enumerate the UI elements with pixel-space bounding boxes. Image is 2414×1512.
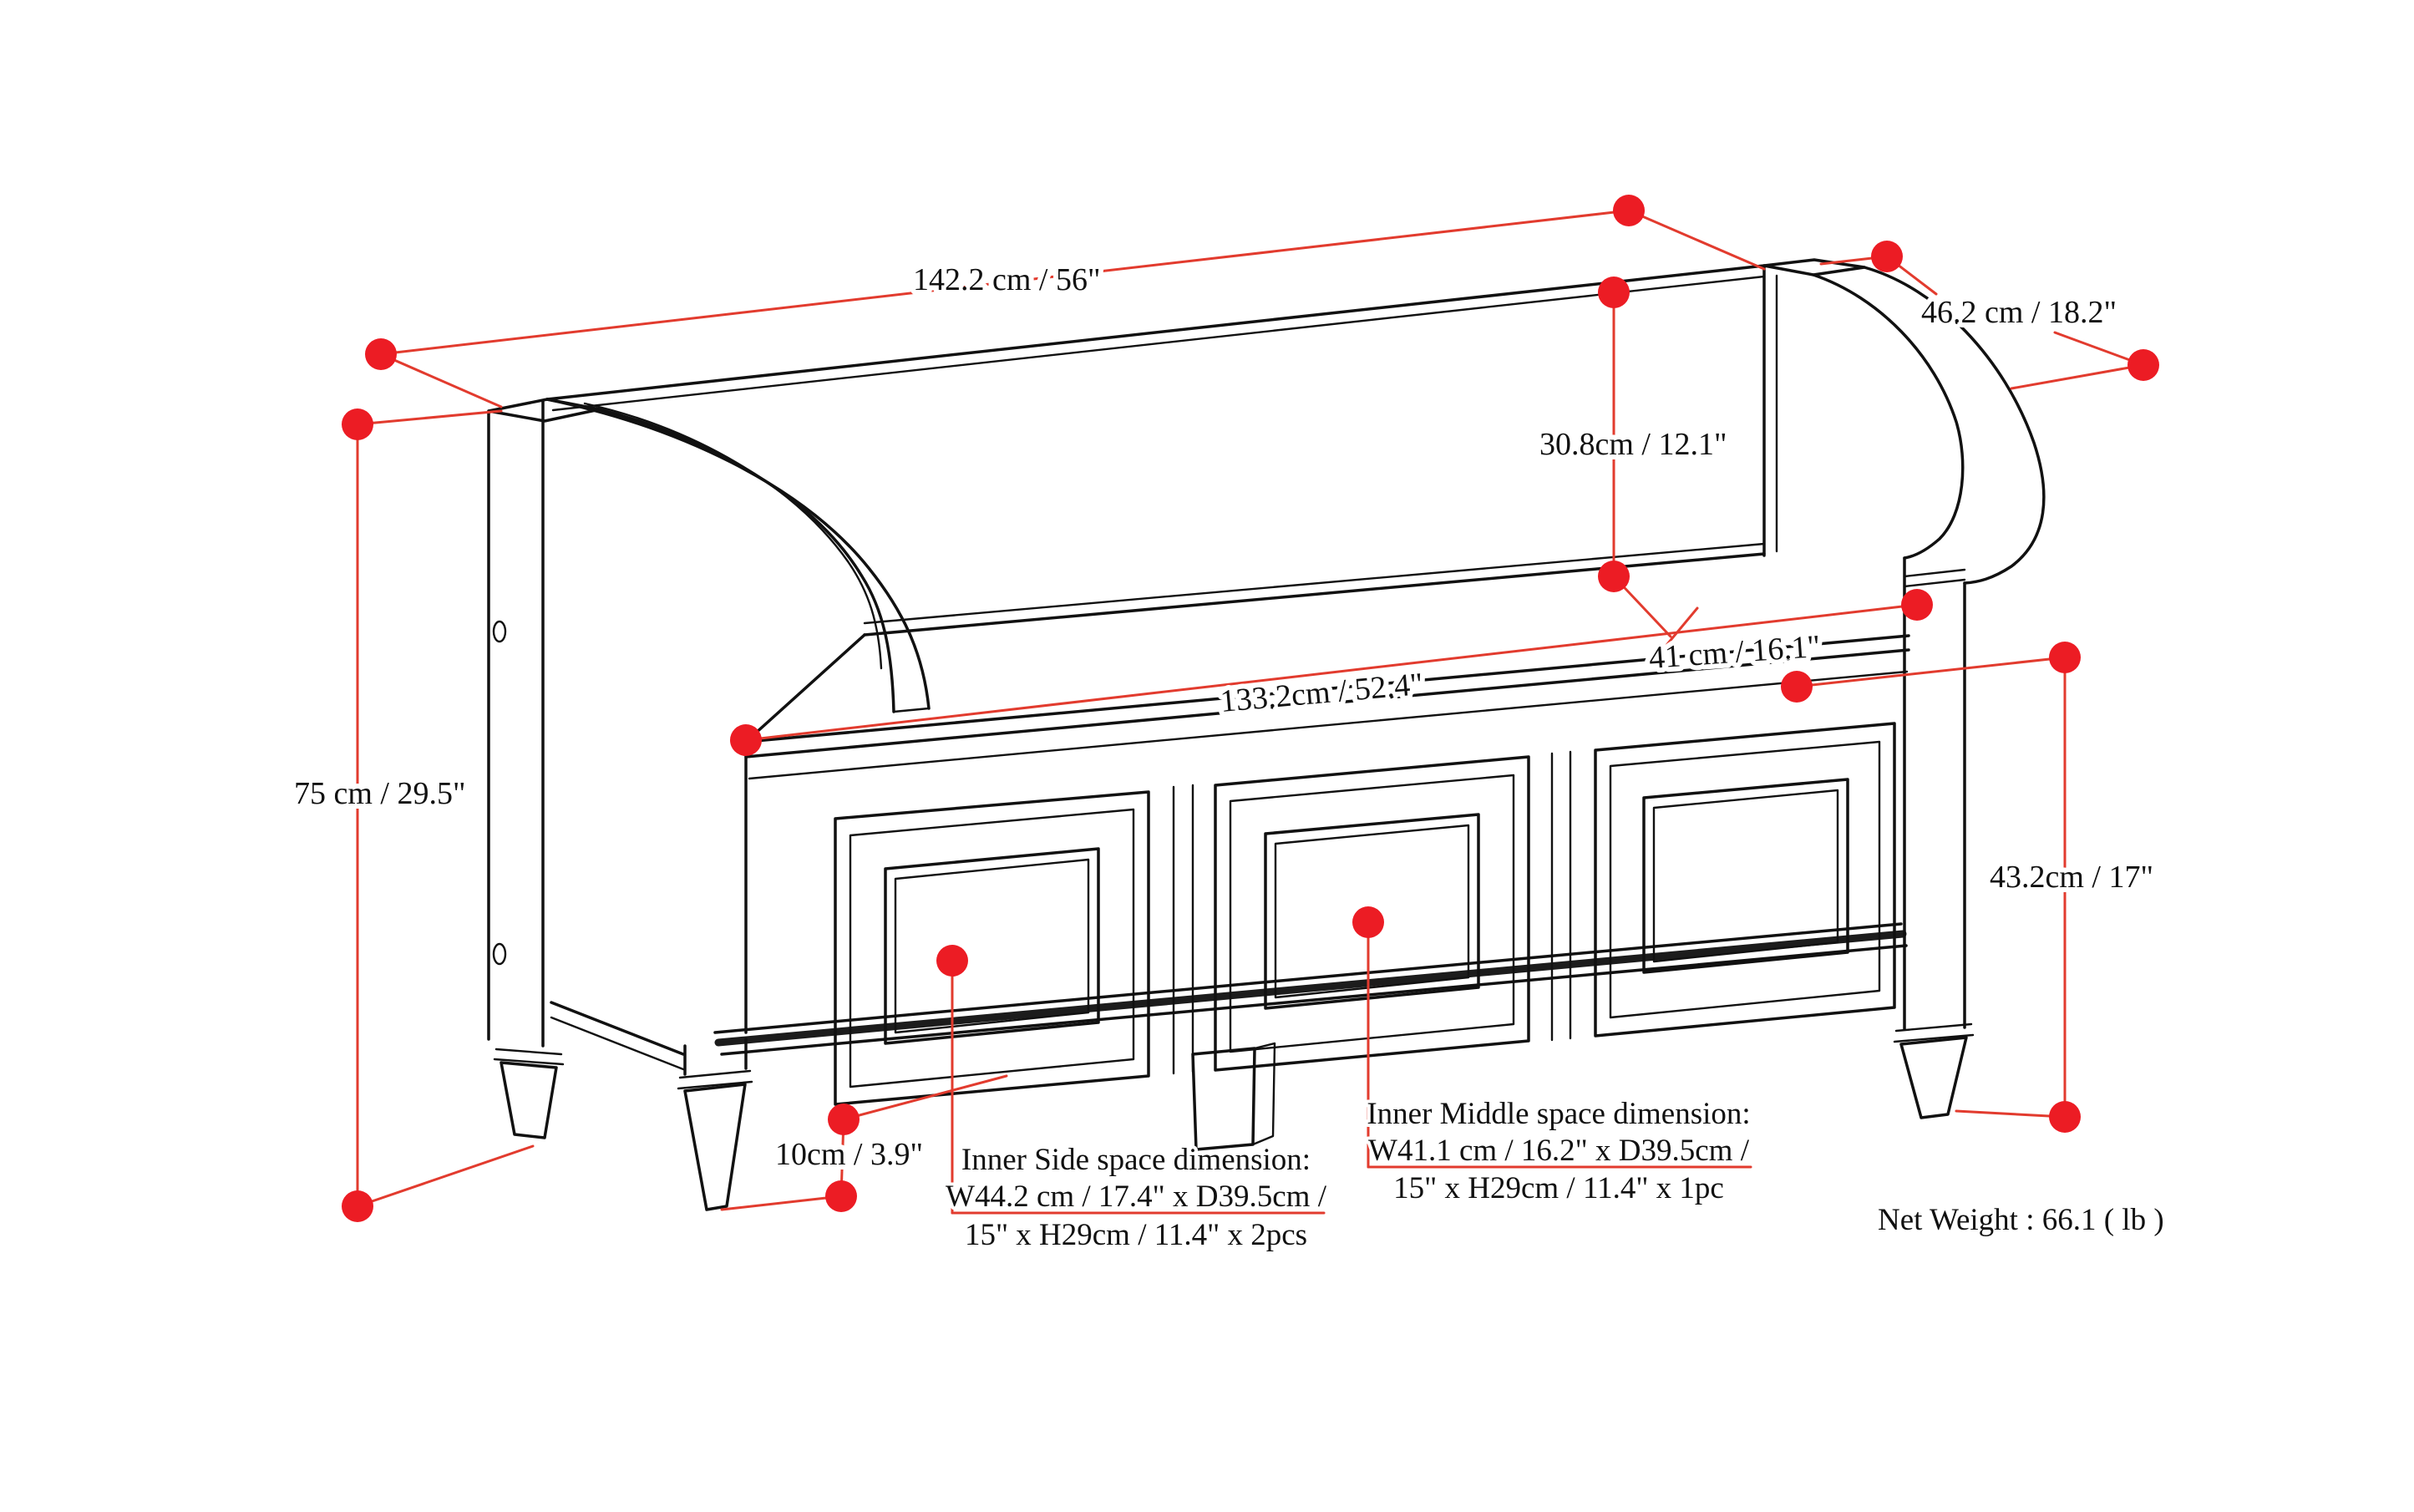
back-panel-bottom-line: [863, 542, 1766, 625]
dot-width-right: [1613, 195, 1645, 226]
left-rail-bottom: [550, 1016, 685, 1071]
seat-height-leader: [1955, 1109, 2067, 1119]
inner-middle-line2: W41.1 cm / 16.2" x D39.5cm /: [1368, 1134, 1750, 1168]
dimension-dots: [342, 195, 2159, 1222]
inner-side-line1: Inner Side space dimension:: [961, 1143, 1311, 1177]
seat-left-edge: [744, 633, 866, 743]
dot-height-top: [342, 408, 373, 440]
left-arm-inner-curve: [598, 408, 895, 713]
height-leader-bottom: [356, 1144, 535, 1208]
width-leader-right: [1627, 209, 1766, 271]
right-arm-joint-lines: [1903, 568, 1966, 588]
drawer-panel-left: [834, 790, 1150, 1106]
seat-rail-line: [748, 670, 1909, 780]
backrest-height-label: 30.8cm / 12.1": [1539, 427, 1727, 462]
seat-width-line: [744, 603, 1919, 742]
leg-leader-bottom: [720, 1195, 843, 1211]
dot-seat-height-top: [2049, 642, 2081, 673]
left-post-hole-top: [492, 620, 507, 643]
dot-backrest-bottom: [1598, 561, 1630, 592]
dot-seat-width-left: [730, 724, 762, 756]
left-arm-mid-line: [583, 402, 883, 670]
depth-leader-right: [2010, 363, 2145, 390]
dot-leg-bottom: [825, 1180, 857, 1212]
plinth-bottom-line: [720, 944, 1908, 1056]
seat-to-height-line: [1795, 656, 2067, 688]
inner-middle-space-block: Inner Middle space dimension: W41.1 cm /…: [1363, 1093, 1753, 1209]
right-front-leg: [1893, 1022, 1975, 1119]
inner-middle-line1: Inner Middle space dimension:: [1367, 1097, 1750, 1131]
dot-seat-width-right: [1901, 589, 1933, 621]
bench-outline: [487, 258, 2046, 1211]
overall-depth-label: 46.2 cm / 18.2": [1921, 295, 2117, 330]
plinth-dark-band: [714, 930, 1907, 1047]
right-post-cap: [1762, 258, 1866, 277]
width-leader-left: [379, 353, 503, 408]
net-weight-label: Net Weight : 66.1 ( lb ): [1878, 1203, 2164, 1237]
dot-inner-middle: [1352, 906, 1384, 938]
inner-middle-line3: 15" x H29cm / 11.4" x 1pc: [1393, 1171, 1724, 1205]
inner-side-space-block: Inner Side space dimension: W44.2 cm / 1…: [942, 1139, 1331, 1256]
leg-height-label: 10cm / 3.9": [775, 1137, 923, 1172]
dot-width-left: [365, 338, 397, 370]
dot-seat-depth: [1781, 671, 1813, 703]
plinth-top-line: [713, 922, 1903, 1034]
front-left-leg: [677, 1038, 753, 1211]
dot-seat-height-bottom: [2049, 1101, 2081, 1133]
center-foot: [1191, 1042, 1276, 1151]
stile-right: [1550, 750, 1572, 1042]
left-post-hole-bottom: [492, 942, 507, 966]
dot-depth-right: [2127, 349, 2159, 381]
dimension-labels: 142.2 cm / 56" 46.2 cm / 18.2" 30.8cm / …: [289, 257, 2168, 1256]
dot-depth-left: [1871, 241, 1903, 272]
drawer-panel-middle: [1214, 755, 1530, 1072]
inner-side-line2: W44.2 cm / 17.4" x D39.5cm /: [946, 1180, 1327, 1214]
dot-leg-top: [828, 1104, 860, 1135]
right-arm-inner-curve: [1812, 273, 1965, 560]
seat-front-bottom-edge: [744, 648, 1910, 759]
back-left-foot: [493, 1048, 565, 1139]
seat-height-label: 43.2cm / 17": [1990, 860, 2153, 895]
width-dim-line: [379, 209, 1630, 356]
stile-left: [1172, 784, 1194, 1075]
drawer-panel-right: [1594, 722, 1896, 1038]
leg-leader-top: [842, 1074, 1008, 1121]
right-arm-outer-curve: [1863, 266, 2046, 585]
height-leader-top: [356, 409, 503, 426]
left-rail-top: [550, 1001, 685, 1056]
overall-width-label: 142.2 cm / 56": [913, 262, 1101, 297]
dot-height-bottom: [342, 1190, 373, 1222]
overall-height-label: 75 cm / 29.5": [294, 776, 466, 811]
left-arm-outer-curve: [545, 398, 931, 710]
seat-front-top-edge: [744, 634, 1910, 743]
left-arm-base: [892, 707, 931, 713]
seat-width-tick: [1662, 606, 1699, 650]
back-panel-top-inner-edge: [551, 275, 1766, 412]
dot-inner-side: [936, 945, 968, 977]
dot-backrest-top: [1598, 277, 1630, 308]
inner-side-line3: 15" x H29cm / 11.4" x 2pcs: [965, 1218, 1307, 1252]
back-panel-top-edge: [545, 264, 1766, 401]
